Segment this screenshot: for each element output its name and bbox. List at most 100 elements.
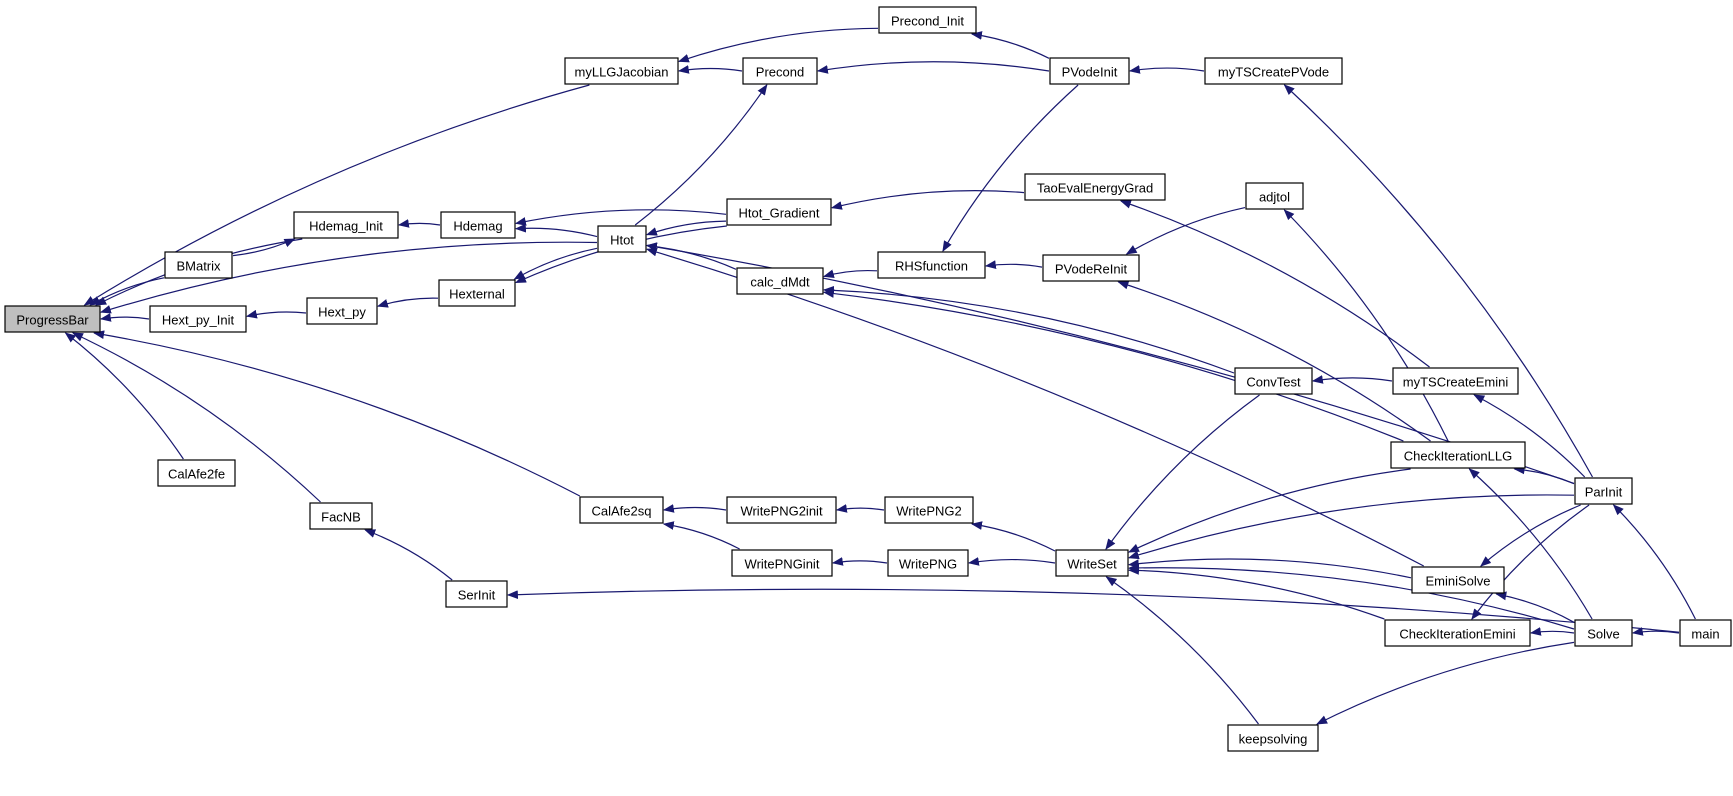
- edge-ParInit-to-myTSCreatePVode: [1283, 84, 1594, 478]
- edge-keepsolving-to-WriteSet: [1105, 576, 1259, 725]
- node-box[interactable]: [1227, 724, 1319, 752]
- node-myTSCreatePVode[interactable]: myTSCreatePVode: [1204, 57, 1343, 85]
- edge-calc_dMdt-to-Htot: [645, 242, 737, 270]
- node-box[interactable]: [564, 57, 679, 85]
- node-box[interactable]: [878, 6, 977, 34]
- node-WriteSet[interactable]: WriteSet: [1055, 549, 1129, 577]
- node-box[interactable]: [164, 251, 233, 279]
- node-box[interactable]: [1574, 619, 1633, 647]
- node-Htot_Gradient[interactable]: Htot_Gradient: [726, 198, 832, 226]
- node-TaoEvalEnergyGrad[interactable]: TaoEvalEnergyGrad: [1024, 173, 1166, 201]
- node-box[interactable]: [4, 305, 101, 333]
- node-box[interactable]: [736, 267, 824, 295]
- edge-Precond-to-myLLGJacobian: [677, 65, 743, 74]
- node-box[interactable]: [149, 305, 247, 333]
- node-Hexternal[interactable]: Hexternal: [438, 279, 516, 307]
- node-EminiSolve[interactable]: EminiSolve: [1411, 566, 1505, 594]
- node-CalAfe2sq[interactable]: CalAfe2sq: [579, 496, 664, 524]
- node-box[interactable]: [1392, 367, 1519, 395]
- node-box[interactable]: [1245, 182, 1304, 210]
- node-box[interactable]: [293, 211, 399, 239]
- edge-WritePNG2-to-WritePNG2init: [835, 504, 885, 513]
- edge-WriteSet-to-WritePNG: [967, 557, 1056, 566]
- node-SerInit[interactable]: SerInit: [445, 580, 508, 608]
- node-CalAfe2fe[interactable]: CalAfe2fe: [157, 459, 236, 487]
- node-WritePNGinit[interactable]: WritePNGinit: [731, 549, 833, 577]
- node-box[interactable]: [445, 580, 508, 608]
- node-box[interactable]: [1384, 619, 1531, 647]
- node-label: Precond_Init: [891, 14, 964, 29]
- node-box[interactable]: [309, 502, 373, 530]
- node-WritePNG2init[interactable]: WritePNG2init: [726, 496, 837, 524]
- node-box[interactable]: [1055, 549, 1129, 577]
- node-box[interactable]: [1204, 57, 1343, 85]
- edge-WritePNG-to-WritePNGinit: [831, 557, 888, 566]
- node-box[interactable]: [884, 496, 974, 524]
- node-box[interactable]: [1024, 173, 1166, 201]
- edge-PVodeInit-to-Precond: [816, 61, 1050, 74]
- node-label: WritePNG: [899, 557, 957, 572]
- node-box[interactable]: [877, 251, 986, 279]
- node-myTSCreateEmini[interactable]: myTSCreateEmini: [1392, 367, 1519, 395]
- node-myLLGJacobian[interactable]: myLLGJacobian: [564, 57, 679, 85]
- node-box[interactable]: [1679, 619, 1732, 647]
- node-ConvTest[interactable]: ConvTest: [1234, 367, 1313, 395]
- node-box[interactable]: [597, 225, 647, 253]
- node-box[interactable]: [1574, 477, 1633, 505]
- nodes: ProgressBar myLLGJacobian Precond_InitPrec…: [4, 6, 1732, 752]
- node-box[interactable]: [306, 297, 378, 325]
- node-box[interactable]: [726, 198, 832, 226]
- node-Precond[interactable]: Precond: [742, 57, 818, 85]
- node-adjtol[interactable]: adjtol: [1245, 182, 1304, 210]
- node-label: CalAfe2sq: [592, 504, 652, 519]
- node-box[interactable]: [157, 459, 236, 487]
- node-box[interactable]: [1411, 566, 1505, 594]
- node-calc_dMdt[interactable]: calc_dMdt: [736, 267, 824, 295]
- node-main[interactable]: main: [1679, 619, 1732, 647]
- edge-PVodeInit-to-Precond_Init: [970, 31, 1050, 59]
- node-box[interactable]: [887, 549, 969, 577]
- node-Htot[interactable]: Htot: [597, 225, 647, 253]
- node-label: ParInit: [1585, 485, 1623, 500]
- node-WritePNG[interactable]: WritePNG: [887, 549, 969, 577]
- node-PVodeInit[interactable]: PVodeInit: [1049, 57, 1130, 85]
- edge-CheckIterationLLG-to-PVodeReInit: [1117, 280, 1431, 442]
- node-FacNB[interactable]: FacNB: [309, 502, 373, 530]
- edge-Htot-to-Precond: [634, 84, 768, 226]
- node-Solve[interactable]: Solve: [1574, 619, 1633, 647]
- node-ProgressBar[interactable]: ProgressBar: [4, 305, 101, 333]
- edge-adjtol-to-PVodeReInit: [1125, 207, 1246, 255]
- node-Hext_py_Init[interactable]: Hext_py_Init: [149, 305, 247, 333]
- edge-myTSCreatePVode-to-PVodeInit: [1128, 65, 1205, 74]
- node-label: Hdemag: [453, 219, 502, 234]
- node-box[interactable]: [1390, 441, 1526, 469]
- edge-TaoEvalEnergyGrad-to-Htot_Gradient: [830, 190, 1025, 210]
- edge-EminiSolve-to-WriteSet: [1127, 558, 1412, 579]
- node-box[interactable]: [1042, 254, 1140, 282]
- edge-ParInit-to-CheckIterationLLG: [1513, 465, 1575, 485]
- node-box[interactable]: [1234, 367, 1313, 395]
- node-box[interactable]: [731, 549, 833, 577]
- node-ParInit[interactable]: ParInit: [1574, 477, 1633, 505]
- node-RHSfunction[interactable]: RHSfunction: [877, 251, 986, 279]
- node-Hdemag[interactable]: Hdemag: [440, 211, 516, 239]
- node-Hdemag_Init[interactable]: Hdemag_Init: [293, 211, 399, 239]
- node-CheckIterationEmini[interactable]: CheckIterationEmini: [1384, 619, 1531, 647]
- edge-myTSCreateEmini-to-ConvTest: [1311, 375, 1393, 384]
- node-Precond_Init[interactable]: Precond_Init: [878, 6, 977, 34]
- node-box[interactable]: [579, 496, 664, 524]
- node-box[interactable]: [438, 279, 516, 307]
- node-label: Solve: [1587, 627, 1620, 642]
- node-box[interactable]: [726, 496, 837, 524]
- node-keepsolving[interactable]: keepsolving: [1227, 724, 1319, 752]
- node-box[interactable]: [440, 211, 516, 239]
- node-PVodeReInit[interactable]: PVodeReInit: [1042, 254, 1140, 282]
- node-box[interactable]: [1049, 57, 1130, 85]
- node-box[interactable]: [742, 57, 818, 85]
- edge-WriteSet-to-WritePNG2: [971, 521, 1056, 552]
- node-WritePNG2[interactable]: WritePNG2: [884, 496, 974, 524]
- node-Hext_py[interactable]: Hext_py: [306, 297, 378, 325]
- node-CheckIterationLLG[interactable]: CheckIterationLLG: [1390, 441, 1526, 469]
- node-BMatrix[interactable]: BMatrix: [164, 251, 233, 279]
- edge-FacNB-to-ProgressBar: [72, 332, 321, 503]
